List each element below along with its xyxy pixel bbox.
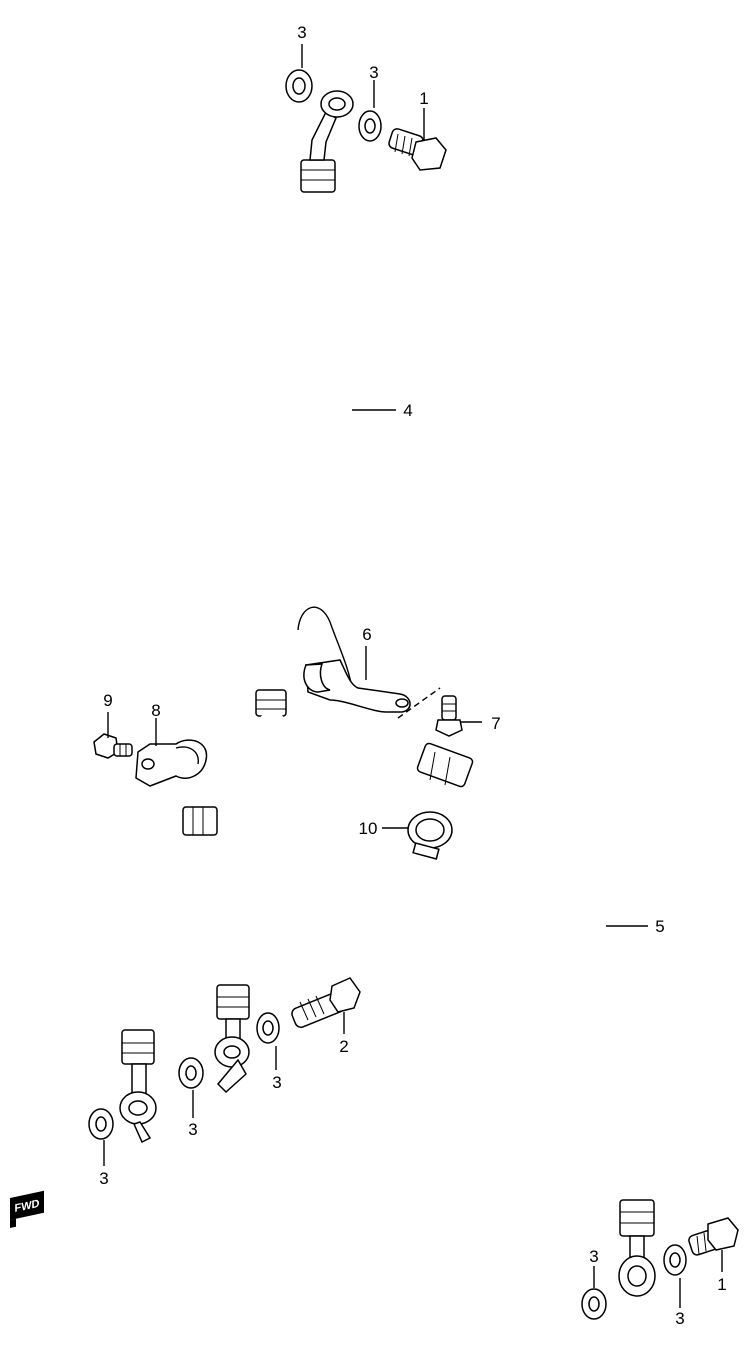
clamp-10 [407,811,453,860]
washer-3-top-right [358,110,382,142]
callout-9: 9 [103,691,112,710]
callout-5: 5 [655,917,664,936]
callout-3-left-bottom: 3 [99,1169,108,1188]
brake-hose-4 [242,90,359,717]
callout-3-center: 3 [188,1120,197,1139]
union-bolt-2 [291,977,361,1028]
brake-hose-5 [265,722,656,1297]
callout-3-bottom-right-a: 3 [589,1247,598,1266]
union-bolt-1-top [388,128,447,171]
clamp-8 [135,739,208,787]
washer-3-bottom-right-a [581,1288,607,1320]
washer-3-mid [256,1012,280,1044]
callout-1-top: 1 [419,89,428,108]
callout-3-bottom-right-b: 3 [675,1309,684,1328]
callout-6: 6 [362,625,371,644]
bolt-9 [93,733,133,759]
washer-3-top-left [285,69,313,103]
bracket-6 [297,606,411,713]
callout-3-top-right: 3 [369,63,378,82]
callout-4: 4 [403,401,412,420]
callout-8: 8 [151,701,160,720]
callout-1-bottom: 1 [717,1275,726,1294]
brake-hose-left [98,805,218,1144]
brake-hose-center [214,822,263,1094]
washer-3-left-bottom [88,1108,114,1140]
brake-hose-4-branch [201,711,290,834]
callout-10: 10 [359,819,378,838]
fwd-label: FWD [14,1198,39,1215]
callout-3-mid: 3 [272,1073,281,1092]
washer-3-bottom-right-b [663,1244,687,1276]
fwd-badge: FWD [10,1190,44,1228]
callout-2: 2 [339,1037,348,1056]
washer-3-center [178,1057,204,1089]
callout-7: 7 [491,714,500,733]
bolt-7 [435,695,463,737]
union-bolt-1-bottom [688,1217,739,1256]
callout-3-top-left: 3 [297,23,306,42]
